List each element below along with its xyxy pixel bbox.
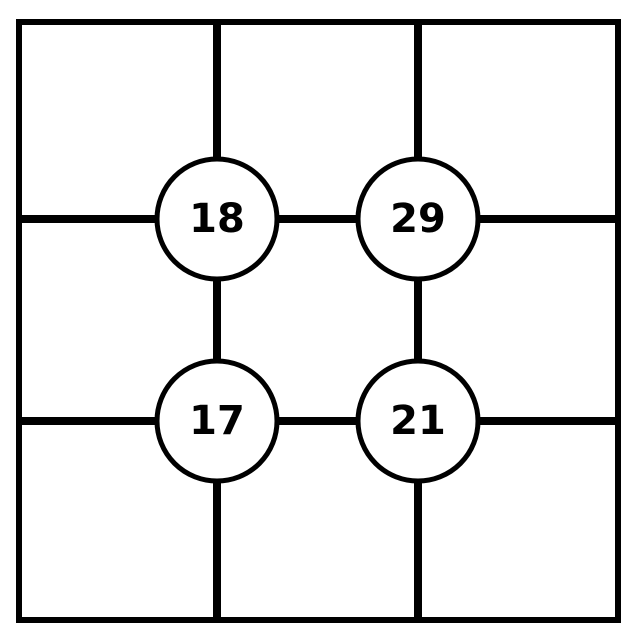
clue-circle-1: 18: [154, 156, 280, 282]
cell-layer: [19, 22, 618, 620]
clue-value-3: 17: [189, 398, 245, 444]
clue-circle-3: 17: [154, 358, 280, 484]
clue-value-2: 29: [390, 196, 446, 242]
board-outer-border: [16, 19, 621, 623]
clue-circle-4: 21: [355, 358, 481, 484]
clue-circle-2: 29: [355, 156, 481, 282]
clue-value-1: 18: [189, 196, 245, 242]
clue-value-4: 21: [390, 398, 446, 444]
